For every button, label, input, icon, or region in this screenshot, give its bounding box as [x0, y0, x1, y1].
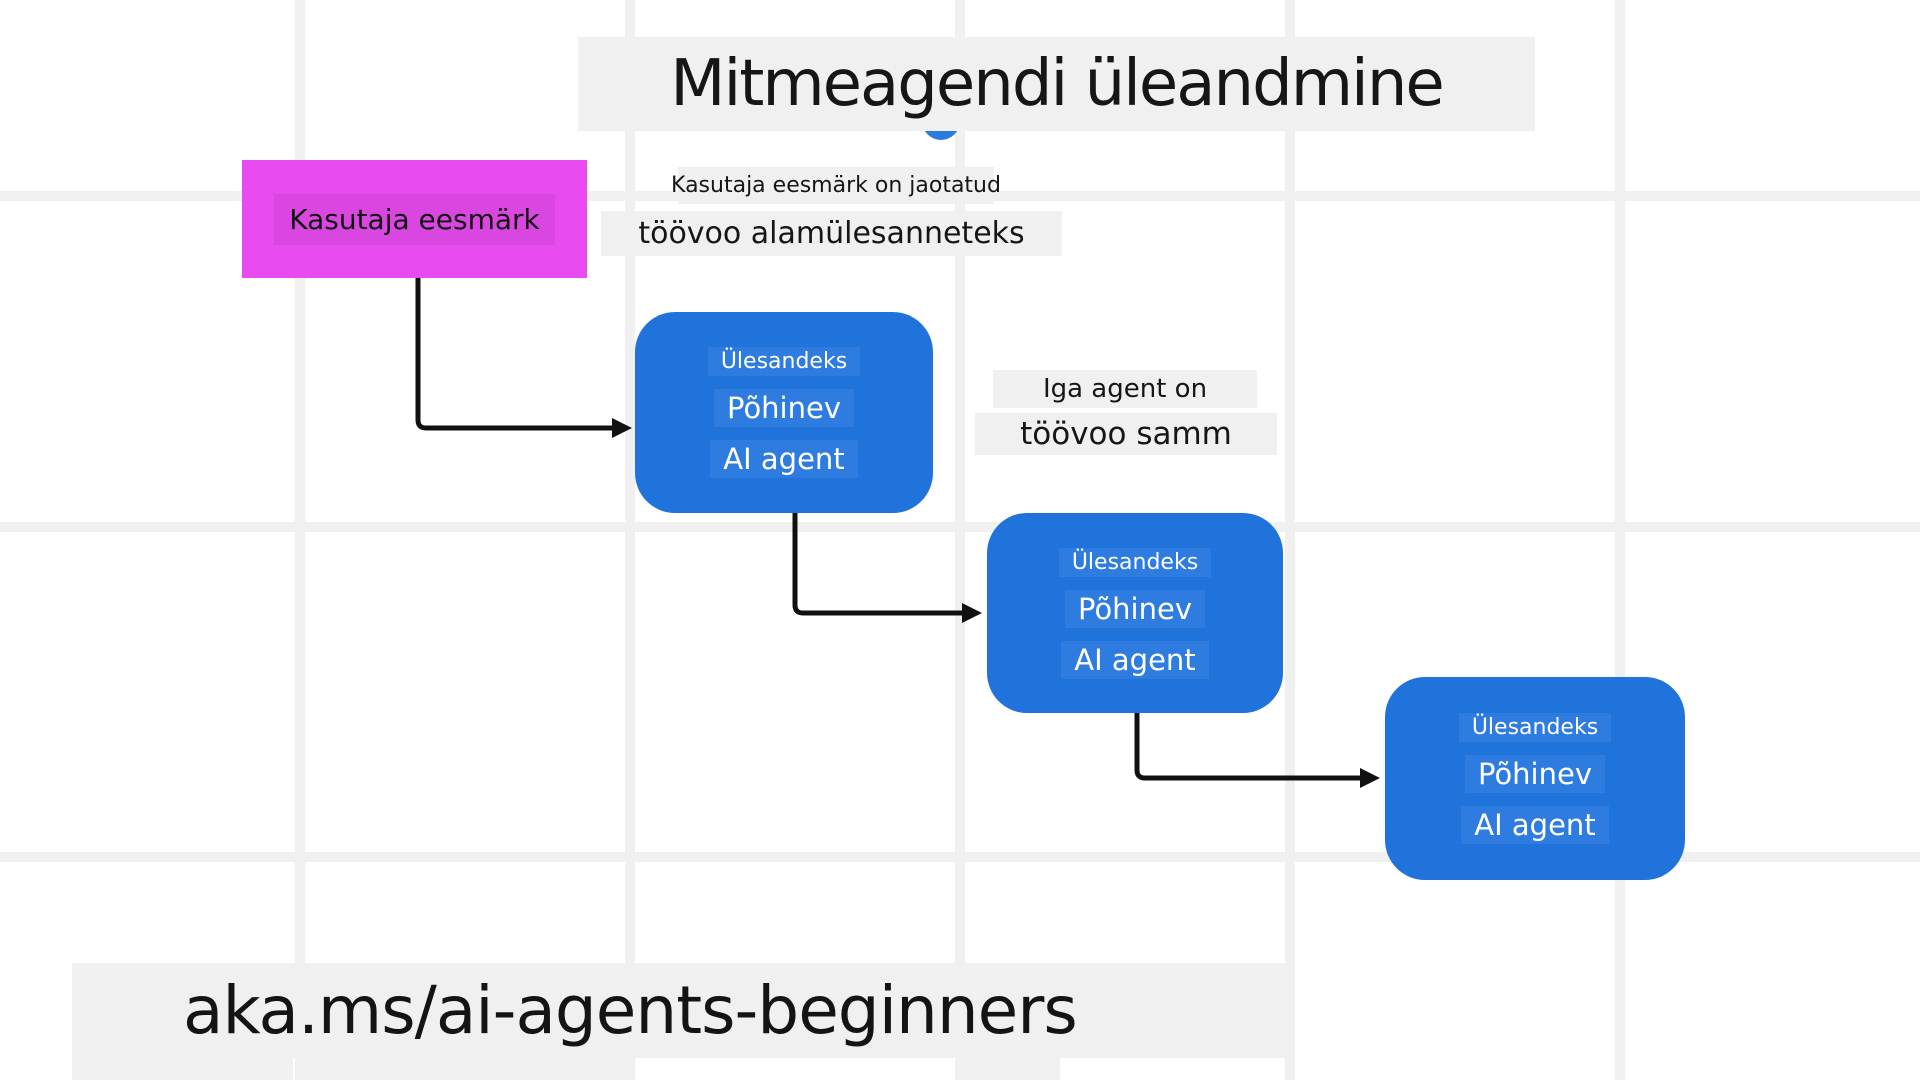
bottom-highlight-patch [72, 1058, 293, 1080]
agent-box-line: AI agent [1061, 640, 1209, 679]
user-goal-label: Kasutaja eesmärk [274, 193, 555, 245]
agent-box-line: AI agent [1461, 806, 1609, 844]
annotation-line-2: töövoo samm [975, 413, 1277, 455]
agent-box-line: Põhinev [713, 389, 855, 427]
grid-line-horizontal [0, 852, 1920, 862]
footer-link-text: aka.ms/ai-agents-beginners [183, 972, 1078, 1049]
grid-line-vertical [625, 0, 635, 1080]
grid-line-vertical [955, 0, 965, 1080]
footer-link: aka.ms/ai-agents-beginners [72, 963, 1290, 1058]
user-goal-box: Kasutaja eesmärk [242, 160, 587, 278]
agent-box-line: Põhinev [1064, 589, 1206, 628]
grid-line-vertical [1285, 0, 1295, 1080]
bottom-highlight-patch [305, 1058, 627, 1080]
subtitle-line-1: Kasutaja eesmärk on jaotatud [671, 167, 1001, 204]
agent-box-1: Ülesandeks Põhinev AI agent [635, 312, 933, 513]
arrow-agent2-to-agent3 [1134, 713, 1380, 788]
annotation-line-1-text: Iga agent on [1042, 374, 1208, 404]
agent-box-2: Ülesandeks Põhinev AI agent [987, 513, 1283, 713]
agent-box-line: AI agent [710, 440, 858, 478]
agent-box-line: Ülesandeks [1458, 713, 1612, 742]
annotation-line-1: Iga agent on [993, 370, 1257, 408]
bottom-highlight-patch [963, 1058, 1060, 1080]
agent-box-line: Ülesandeks [1058, 547, 1212, 577]
subtitle-line-2: töövoo alamülesanneteks [601, 211, 1062, 256]
grid-line-vertical [295, 0, 305, 1080]
agent-box-3: Ülesandeks Põhinev AI agent [1385, 677, 1685, 880]
subtitle-line-2-text: töövoo alamülesanneteks [638, 216, 1025, 251]
diagram-title: Mitmeagendi üleandmine [578, 37, 1535, 131]
agent-box-line: Põhinev [1464, 755, 1606, 793]
grid-line-horizontal [0, 522, 1920, 532]
subtitle-line-1-text: Kasutaja eesmärk on jaotatud [671, 173, 1001, 198]
annotation-line-2-text: töövoo samm [1020, 416, 1232, 452]
grid-line-vertical [1615, 0, 1625, 1080]
diagram-title-text: Mitmeagendi üleandmine [670, 47, 1445, 121]
arrow-goal-to-agent1 [415, 278, 632, 438]
agent-box-line: Ülesandeks [707, 347, 861, 376]
